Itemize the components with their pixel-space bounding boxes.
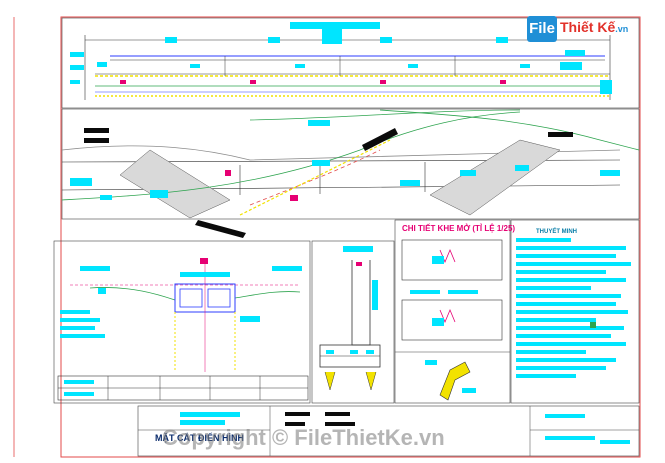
file-icon: File [527,16,557,42]
brand-domain-text: .vn [615,24,629,34]
brand-main-text: Thiết Kế [560,19,616,35]
brand-name: Thiết Kế.vn [560,19,628,35]
panel-plan-view [61,108,640,220]
sheet-border [60,16,641,458]
copyright-watermark: Copyright © FileThietKe.vn [162,425,445,450]
panel-cross-section [53,220,311,404]
panel-notes [510,219,640,404]
panel-wall-detail [311,240,395,404]
notes-caption: THUYẾT MINH [536,229,577,235]
panel-longitudinal-section [61,17,640,109]
panel-joint-detail [394,219,511,404]
detail-caption: CHI TIẾT KHE MỞ (TỈ LỆ 1/25) [402,224,516,233]
brand-logo: File Thiết Kế.vn [527,14,657,44]
title-block [137,405,640,457]
title-block-caption: MẶT CẮT ĐIỂN HÌNH [155,433,244,443]
